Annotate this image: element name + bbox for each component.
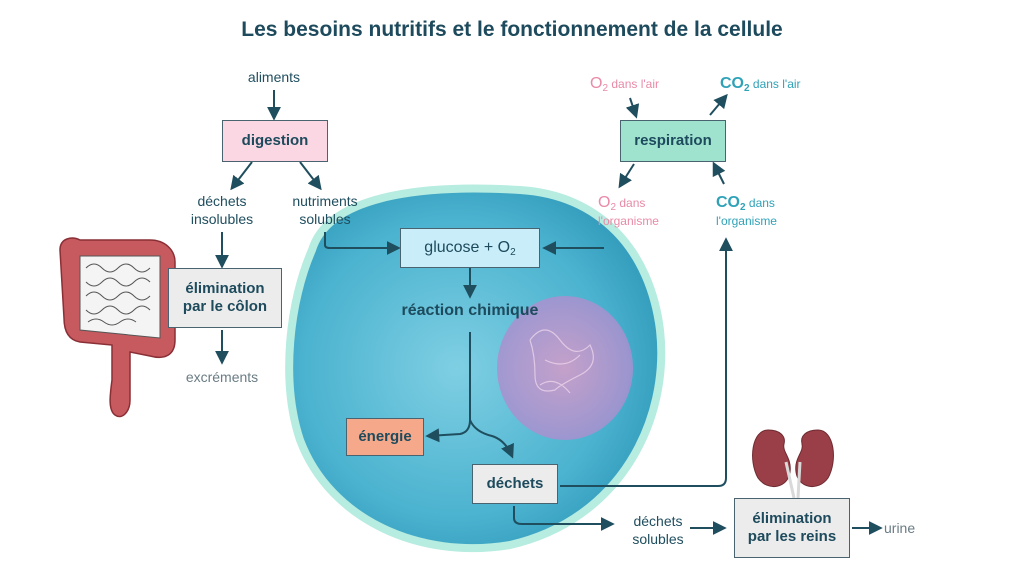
page-title: Les besoins nutritifs et le fonctionneme…: [241, 18, 783, 41]
o2-organisme-label: O2 dans l'organisme: [598, 194, 659, 228]
respiration-box: respiration: [620, 120, 726, 162]
flow-arrows: [215, 90, 883, 535]
dechets-label: déchets: [486, 475, 544, 492]
kidneys-icon: [752, 429, 834, 499]
energie-box: énergie: [346, 418, 424, 456]
elimination-colon-label: élimination par le côlon: [182, 280, 268, 315]
glucose-box: glucose + O2: [400, 228, 540, 268]
dechets-solubles-label: déchets solubles: [632, 513, 684, 547]
aliments-label: aliments: [247, 69, 301, 85]
elimination-reins-box: élimination par les reins: [734, 498, 850, 558]
excrements-label: excréments: [185, 369, 259, 385]
energie-label: énergie: [358, 428, 412, 445]
glucose-label: glucose + O2: [424, 239, 516, 258]
urine-label: urine: [884, 520, 916, 536]
digestion-label: digestion: [241, 132, 309, 149]
digestion-box: digestion: [222, 120, 328, 162]
co2-organisme-label: CO2 dans l'organisme: [716, 194, 777, 228]
co2-air-label: CO2 dans l'air: [720, 75, 801, 94]
intestine-icon: [59, 237, 176, 418]
o2-air-label: O2 dans l'air: [590, 75, 659, 94]
nucleus: [497, 296, 633, 440]
reaction-chimique-label: réaction chimique: [401, 302, 539, 319]
cell-membrane: [285, 184, 666, 553]
elimination-reins-label: élimination par les reins: [747, 510, 837, 545]
nutriments-solubles-label: nutriments solubles: [292, 193, 358, 227]
dechets-insolubles-label: déchets insolubles: [190, 193, 254, 227]
respiration-label: respiration: [634, 132, 712, 149]
elimination-colon-box: élimination par le côlon: [168, 268, 282, 328]
dechets-box: déchets: [472, 464, 558, 504]
